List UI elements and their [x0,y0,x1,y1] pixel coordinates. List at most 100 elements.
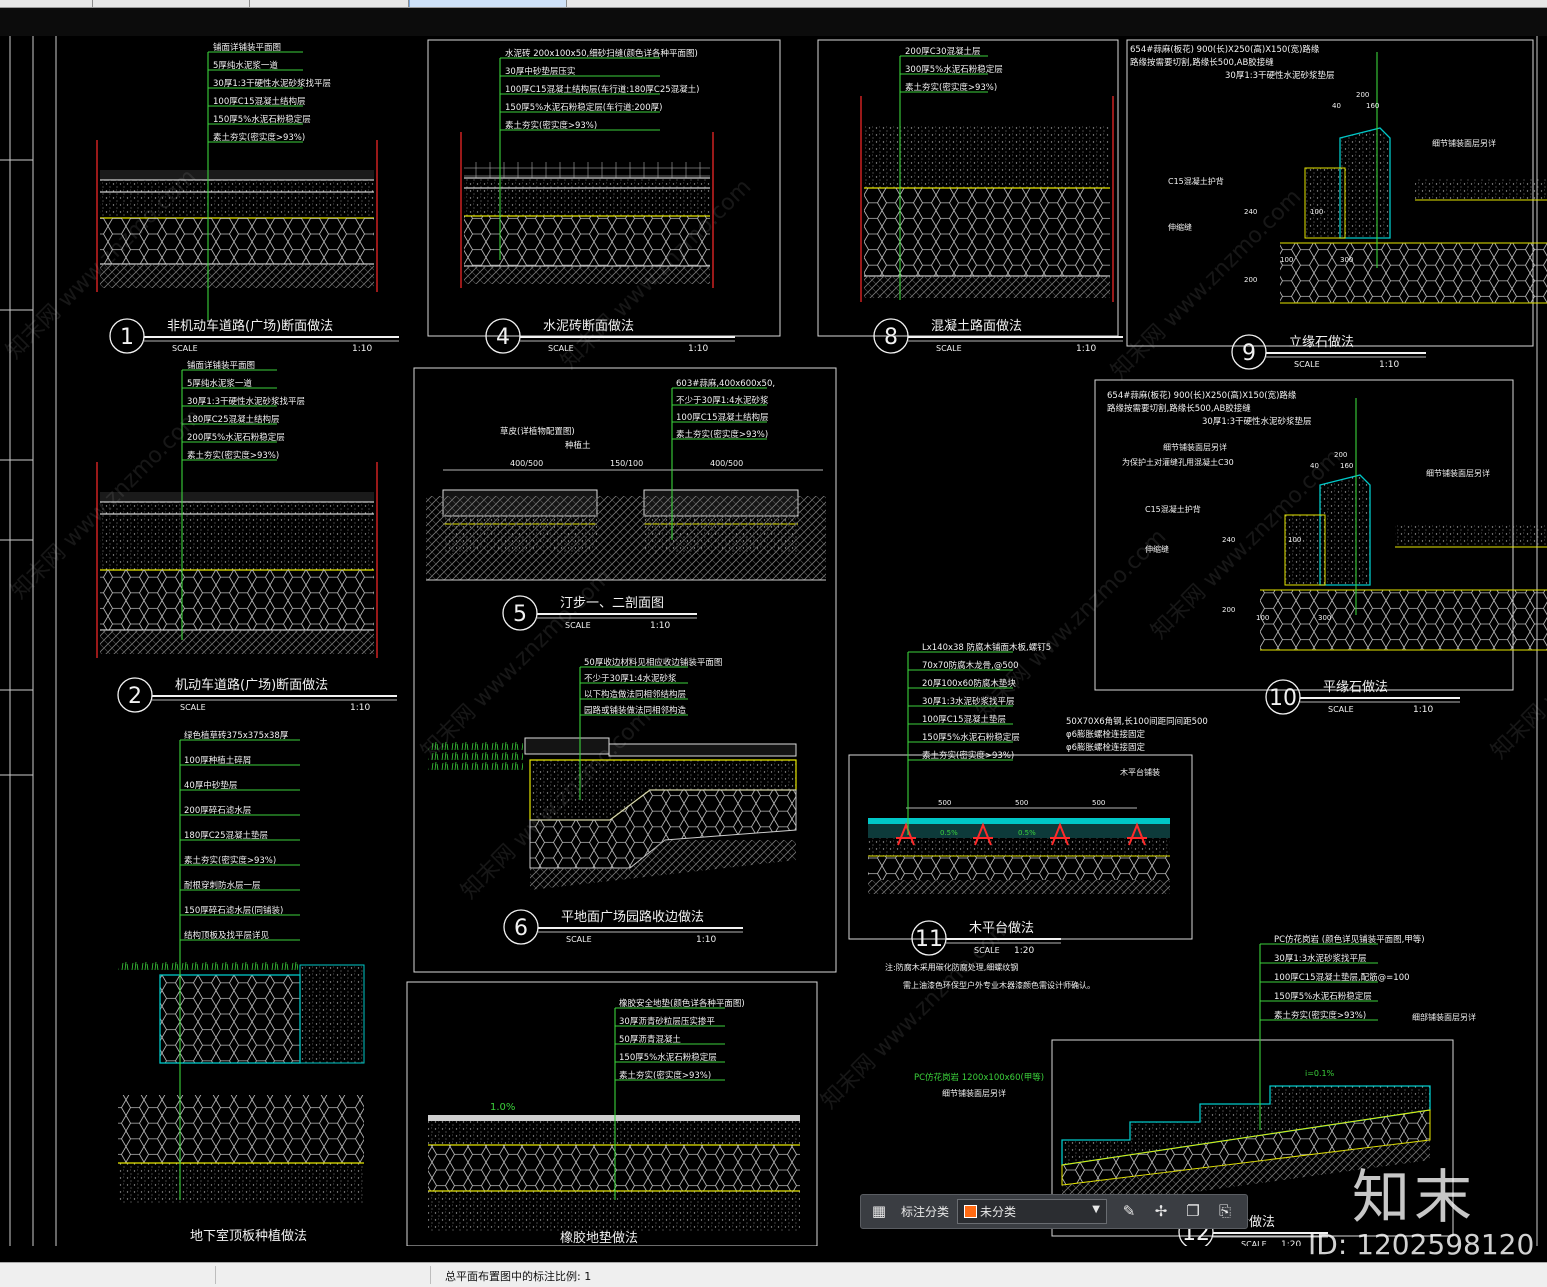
category-selected-value: 未分类 [980,1205,1017,1219]
layer-band [100,570,374,630]
layer-label: 200厚5%水泥石粉稳定层 [187,432,285,443]
slope-label: 0.5% [940,829,958,837]
layer-label: 150厚5%水泥石粉稳定层 [619,1052,717,1063]
layer-label: 路缘按需要切割,路缘长500,AB胶接缝 [1130,57,1274,68]
dimension-text: 160 [1340,462,1353,470]
section-3: 绿色植草砖375x375x38厚100厚种植土碎屑40厚中砂垫层200厚碎石滤水… [118,730,365,1244]
note-text: 注:防腐木采用碳化防腐处理,细螺纹钢 [885,962,1018,972]
scale-value: 1:10 [1413,705,1433,715]
layer-label: 水泥砖 200x100x50,细砂扫缝(颜色详各种平面图) [505,48,698,59]
dimension-text: 40 [1332,102,1341,110]
section-number: 11 [915,927,943,952]
note-label: 种植土 [565,440,591,451]
section-6: 50厚收边材料见相应收边铺装平面图不少于30厚1:4水泥砂浆以下构造做法同相邻结… [428,657,797,945]
scale-label: SCALE [1328,705,1354,714]
callout-label: C15混凝土护背 [1168,176,1224,186]
document-tab-active[interactable] [409,0,567,7]
layer-band [868,880,1170,894]
slope-label: i=0.1% [1305,1069,1335,1078]
note-label: 草皮(详植物配置图) [500,426,575,437]
cad-drawing-canvas[interactable]: 铺面详铺装平面图5厚纯水泥浆一道30厚1:3干硬性水泥砂浆找平层100厚C15混… [0,36,1547,1246]
layer-label: 素土夯实(密实度>93%) [213,132,305,143]
callout-label: 伸缩缝 [1168,222,1192,232]
layer-label: 150厚碎石滤水层(同铺装) [184,905,283,916]
grid-icon[interactable]: ▦ [871,1202,887,1220]
layer-band [428,1121,800,1145]
layer-label: 30厚1:3干硬性水泥砂浆垫层 [1225,70,1335,81]
section-number: 8 [884,325,898,350]
watermark-text: 知末网 www.znzmo.com [1107,184,1307,384]
document-tab[interactable] [0,0,93,7]
layer-label: 100厚C15混凝土垫层 [922,714,1006,725]
section-title: 立缘石做法 [1289,335,1354,350]
layer-label: 30厚1:3干硬性水泥砂浆找平层 [213,78,331,89]
scale-value: 1:10 [350,703,370,713]
dimension-text: 200 [1356,91,1369,99]
layer-band [100,630,374,654]
section-number: 5 [513,602,527,627]
section-number: 6 [514,916,528,941]
layer-band [1280,243,1547,303]
layer-label: 30厚1:3水泥砂浆找平层 [1274,953,1367,964]
layer-label: 橡胶安全地垫(颜色详各种平面图) [619,998,745,1009]
step-soil [1062,1140,1430,1210]
section-number: 10 [1269,686,1297,711]
status-text: 总平面布置图中的标注比例: 1 [445,1270,592,1283]
layer-label: Lx140x38 防腐木铺面木板,螺钉5 [922,642,1051,653]
layer-label: 100厚种植土碎屑 [184,755,251,766]
scale-label: SCALE [1241,1240,1267,1246]
paste-icon[interactable]: ⎘ [1218,1202,1231,1220]
annotation-toolbar: ▦ 标注分类 未分类 ▼ ✎ ✢ ❐ ⎘ [860,1194,1248,1229]
status-bar: 总平面布置图中的标注比例: 1 [0,1262,1547,1287]
layer-band [1395,525,1547,547]
section-7: 1.0%橡胶安全地垫(颜色详各种平面图)30厚沥青砂粒层压实掺平50厚沥青混凝土… [428,998,800,1246]
layer-label: 不少于30厚1:4水泥砂浆 [676,395,769,406]
dimension-text: 200 [1244,276,1257,284]
note-text: 需上油漆色环保型户外专业木器漆颜色需设计师确认。 [903,980,1095,990]
layer-label: 100厚C15混凝土垫层,配筋@=100 [1274,972,1410,983]
layer-band [100,218,374,264]
layer-label: 素土夯实(密实度>93%) [1274,1010,1366,1021]
layer-label: 150厚5%水泥石粉稳定层 [1274,991,1372,1002]
section-9: 654#蒜麻(板花) 900(长)X250(高)X150(宽)路缘路缘按需要切割… [1130,44,1547,370]
bracket-support [973,822,993,846]
scale-value: 1:10 [688,344,708,354]
side-label: φ6膨胀螺栓连接固定 [1066,729,1146,740]
scale-label: SCALE [565,621,591,630]
edit-icon[interactable]: ✎ [1122,1202,1136,1220]
copy-icon[interactable]: ❐ [1186,1202,1200,1220]
document-tab[interactable] [250,0,409,7]
dimension-text: 40 [1310,462,1319,470]
layer-label: 150厚5%水泥石粉稳定层 [922,732,1020,743]
scale-label: SCALE [1294,360,1320,369]
side-label: φ6膨胀螺栓连接固定 [1066,742,1146,753]
layer-band [428,1145,800,1191]
layer-label: 654#蒜麻(板花) 900(长)X250(高)X150(宽)路缘 [1107,390,1297,401]
dimension-text: 500 [938,799,951,807]
layer-band [100,502,374,514]
layer-label: 素土夯实(密实度>93%) [184,855,276,866]
scale-label: SCALE [548,344,574,353]
section-12: PC仿花岗岩 (颜色详见铺装平面图,甲等) 30厚1:3水泥砂浆找平层 100厚C1… [914,934,1476,1246]
scale-value: 1:20 [1281,1240,1301,1246]
move-icon[interactable]: ✢ [1154,1202,1168,1220]
section-number: 4 [496,325,510,350]
category-select[interactable]: 未分类 ▼ [957,1199,1107,1224]
layer-label: 5厚纯水泥浆一道 [187,378,252,389]
callout-label: 木平台铺装 [1120,767,1160,777]
planting-box [159,974,301,1064]
section-title: 汀步一、二剖面图 [560,596,664,611]
section-number: 2 [128,684,142,709]
layer-label: PC仿花岗岩 (颜色详见铺装平面图,甲等) [1274,934,1425,945]
detail-frame [413,367,837,973]
dimension-text: 300 [1318,614,1331,622]
paving-box [299,964,365,1064]
callout-label: 为保护土对灌缝孔用混凝土C30 [1122,457,1234,467]
document-tab[interactable] [93,0,250,7]
layer-band [428,1115,800,1121]
layer-band [118,1095,364,1163]
section-title: 混凝土路面做法 [931,318,1022,334]
layer-label: 耐根穿刺防水层一层 [184,880,261,891]
layer-label: 素土夯实(密实度>93%) [676,429,768,440]
layer-label: 100厚C15混凝土结构层(车行道:180厚C25混凝土) [505,84,699,95]
